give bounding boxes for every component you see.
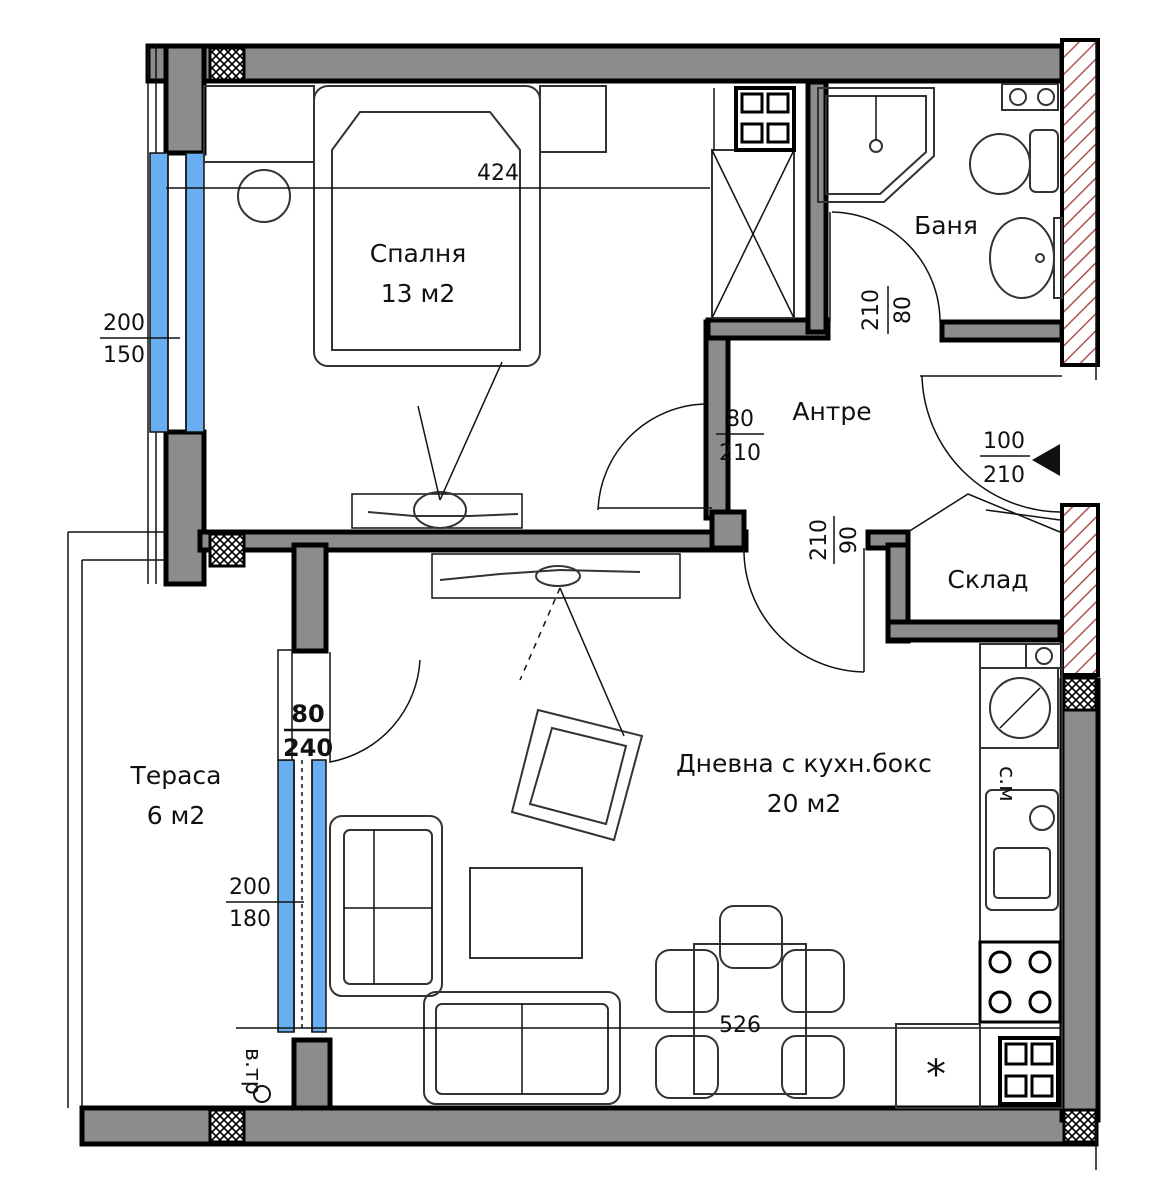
bedroom-window [149,152,205,433]
armchair [510,587,644,842]
wardrobe [711,86,796,319]
bath-door-dim: 80 210 [859,286,916,334]
bathroom-name: Баня [914,211,978,240]
storage-door-bottom: 210 [807,519,832,561]
entrance-door [920,375,1062,513]
kitchen [895,643,1063,1109]
living-window [277,759,327,1033]
wall-storage-bottom [885,619,1063,643]
column-icon [208,46,246,82]
wall-right-upper-hatched [1060,38,1100,367]
terrace-name: Тераса [130,761,222,790]
living-area: 20 м2 [767,789,842,818]
terrace-area: 6 м2 [147,801,206,830]
walls [79,43,1101,1147]
shower-icon [817,87,935,203]
sink-icon [993,847,1051,899]
wall-terrace-upper [291,542,329,654]
storage-name: Склад [947,565,1028,594]
vent-shaft-icon [253,1085,271,1103]
wall-left-upper [163,43,207,156]
storage-door-dim: 90 210 [807,516,862,564]
entrance-door-bottom: 210 [983,463,1025,488]
column-icon [1062,1108,1098,1144]
wall-right-middle-hatched [1060,503,1100,677]
sink-icon [989,217,1063,299]
terrace-door-bottom: 240 [283,734,333,762]
bath-door-bottom: 210 [859,289,884,331]
window-sill [351,491,681,599]
storage-door-top: 90 [837,526,862,554]
terrace-door-top: 80 [291,700,324,728]
coffee-table [469,867,583,959]
vent-shaft-label: в.тр [240,1048,265,1095]
wall-left-lower [163,429,207,587]
bed [203,85,607,501]
bath-door-top: 80 [891,296,916,324]
bath-door [829,211,941,323]
bedroom-width-dim: 424 [477,161,519,186]
bedroom-area: 13 м2 [381,279,456,308]
wall-bottom [79,1105,1099,1147]
wall-hall-corner [709,509,747,551]
living-window-bottom: 180 [229,907,271,932]
boiler-icon [1001,83,1059,111]
bedroom-door [597,403,712,511]
column-icon [1062,676,1098,712]
bedroom-window-bottom: 150 [103,343,145,368]
hallway-name: Антре [792,397,871,426]
living-window-top: 200 [229,875,271,900]
living-name: Дневна с кухн.бокс [676,749,932,778]
wall-bath-left [805,79,829,335]
bedroom-door-top: 80 [726,407,754,432]
sofa-bottom [423,991,621,1105]
living-width-dim: 526 [719,1013,761,1038]
wall-bedroom-living [197,529,749,553]
toilet-icon [969,129,1059,195]
wall-bath-bottom [939,319,1065,343]
washing-machine-label: с.м [994,766,1019,802]
fridge-symbol: * [926,1052,946,1098]
wall-terrace-lower [291,1037,333,1115]
wall-right-lower [1059,677,1101,1123]
terrace-door [277,649,421,763]
bedroom-window-top: 200 [103,311,145,336]
column-icon [208,1108,246,1144]
wall-top [145,43,1065,84]
wall-hall-left [703,319,731,521]
bedroom-name: Спалня [370,239,466,268]
column-icon [208,532,246,568]
storage-door [743,493,1061,673]
entrance-arrow-icon [1032,444,1060,476]
bedroom-door-bottom: 210 [719,441,761,466]
entrance-door-top: 100 [983,429,1025,454]
sofa-left [329,815,443,997]
dining-table [655,905,845,1099]
washing-machine-icon [989,677,1051,739]
